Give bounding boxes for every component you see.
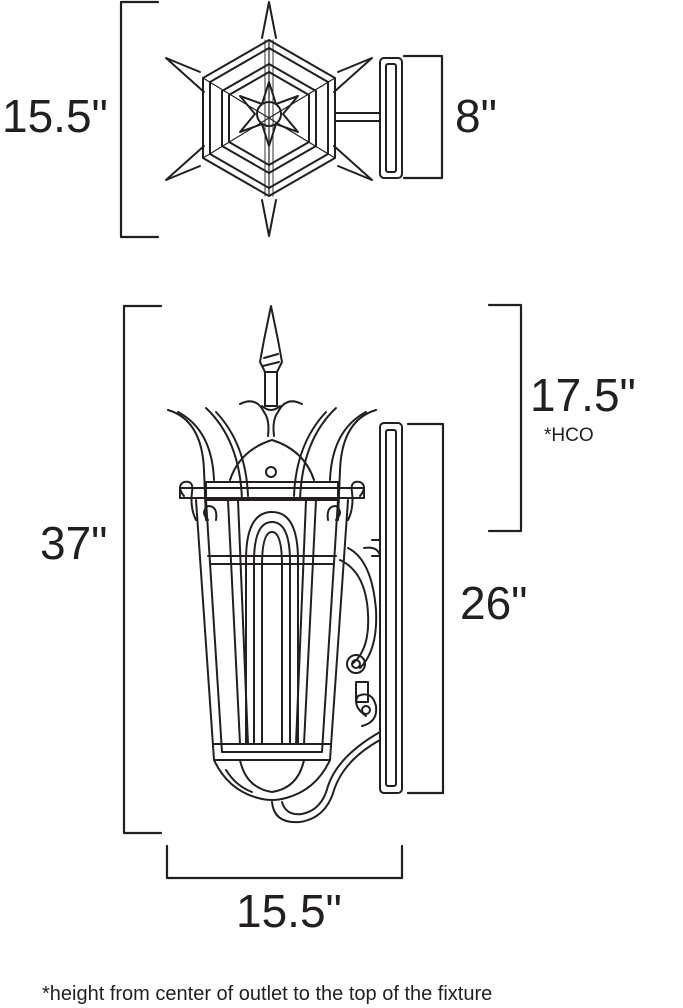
overall-height-label: 37": [40, 517, 108, 569]
hco-bracket: [487, 303, 523, 533]
lantern-cap: [179, 439, 365, 501]
top-backplate-label: 8": [455, 90, 497, 142]
side-view: [122, 303, 523, 880]
lantern-bottom: [213, 759, 331, 801]
top-center-finial: [239, 81, 299, 147]
hco-label: 17.5": [530, 369, 636, 421]
overall-height-bracket: [122, 304, 163, 835]
top-backplate: [379, 57, 403, 179]
body-scrolls: [179, 480, 365, 521]
top-width-bracket: [119, 0, 160, 239]
finial-spear: [259, 305, 283, 411]
arm-scroll: [346, 654, 366, 674]
crown-leaves: [167, 400, 377, 521]
backplate-height-label: 26": [460, 577, 528, 629]
backplate-height-bracket: [406, 422, 445, 795]
top-backplate-bracket: [402, 54, 444, 180]
star-spikes: [165, 1, 373, 237]
top-width-label: 15.5": [2, 90, 108, 142]
top-arm: [334, 112, 381, 122]
side-backplate: [379, 422, 403, 794]
side-width-bracket: [165, 844, 404, 880]
footnote: *height from center of outlet to the top…: [42, 983, 493, 1005]
top-view: [119, 0, 444, 239]
lantern-body: [195, 499, 349, 761]
hco-note: *HCO: [544, 425, 594, 446]
side-width-label: 15.5": [236, 885, 342, 937]
wall-arm: [271, 539, 381, 824]
